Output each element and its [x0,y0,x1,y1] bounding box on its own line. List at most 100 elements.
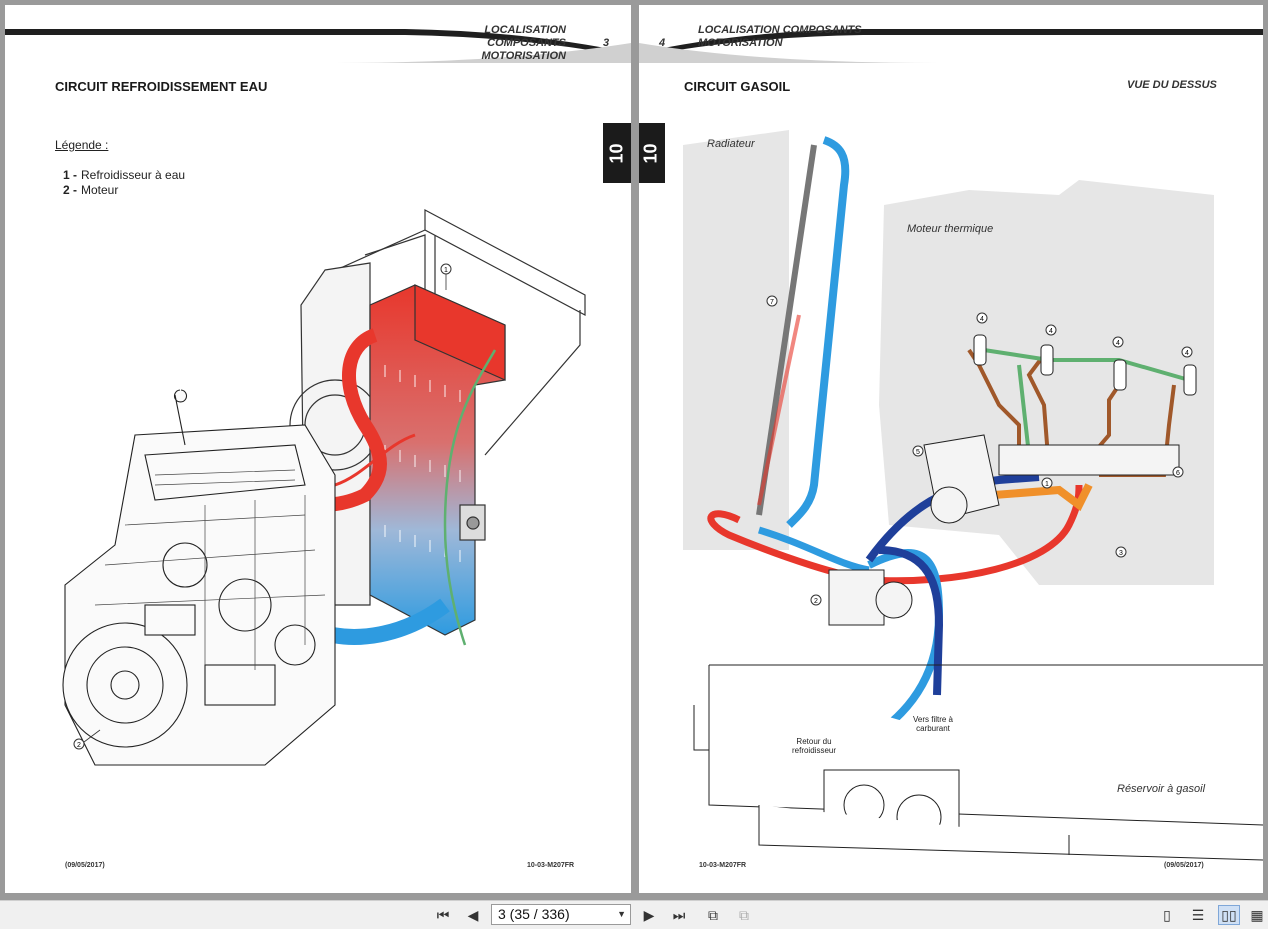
svg-text:2: 2 [814,598,818,605]
callout-7: 7 [766,295,778,307]
header-swoosh [639,29,1263,63]
callout-2: 2 [73,729,101,750]
callout-1: 1 [1041,477,1053,489]
svg-text:2: 2 [77,742,81,749]
viewer-toolbar: ⏮ ◀ 3 (35 / 336) ▼ ▶ ⏭ ⧉ ⧉ ▯ ☰ ▯▯ ▦ [0,900,1268,929]
legend-title: Légende : [55,138,109,152]
injectors [973,334,1197,396]
chevron-down-icon: ▼ [617,909,626,919]
header-line-1: LOCALISATION COMPOSANTS [484,24,566,49]
svg-text:7: 7 [770,299,774,306]
injection-pump [923,434,1180,524]
header-line-1: LOCALISATION COMPOSANTS [698,24,862,36]
svg-text:3: 3 [1119,550,1123,557]
footer-date: (09/05/2017) [1164,862,1204,869]
radiator-silhouette [683,130,789,550]
callout-2: 2 [810,594,822,606]
view-label: VUE DU DESSUS [1127,79,1217,91]
overflow-hose [443,349,497,646]
radiator-flow-arrows [384,365,461,562]
legend-num: 1 - [63,168,78,182]
svg-text:6: 6 [1176,470,1180,477]
footer-ref: 10-03-M207FR [527,862,575,869]
header-title: LOCALISATION COMPOSANTS MOTORISATION [403,24,566,63]
next-page-icon: ▶ [643,906,655,923]
label-vers-filtre: Vers filtre à carburant [912,715,953,733]
engine [62,389,336,766]
label-reservoir: Réservoir à gasoil [1117,783,1206,795]
header-title: LOCALISATION COMPOSANTS MOTORISATION [698,24,862,50]
callout-3: 3 [1115,546,1127,558]
cold-line-to-pump [757,526,870,574]
engine-detail-lines [94,469,326,670]
next-page-button[interactable]: ▶ [638,905,660,925]
single-page-icon: ▯ [1163,906,1171,923]
page-number: 3 [603,37,610,49]
engine-silhouette [879,180,1214,585]
header-swoosh [5,29,631,63]
legend-num: 2 - [63,183,78,197]
section-title: CIRCUIT GASOIL [684,79,791,94]
callout-1: 1 [440,263,452,290]
go-back-view-button[interactable]: ⧉ [702,905,724,925]
document-viewer: LOCALISATION COMPOSANTS MOTORISATION 3 C… [5,5,1263,893]
callout-4: 4 [1181,346,1193,358]
callout-4: 4 [1045,324,1057,336]
page-indicator: 3 (35 / 336) [498,906,570,922]
fuel-pump [828,569,913,626]
footer-ref: 10-03-M207FR [699,862,747,869]
orange-line [993,483,1093,512]
callout-6: 6 [1172,466,1184,478]
label-radiateur: Radiateur [707,138,755,150]
header-line-2: MOTORISATION [481,50,566,62]
callout-5: 5 [912,445,924,457]
last-page-icon: ⏭ [672,906,686,923]
svg-text:5: 5 [916,449,920,456]
two-page-continuous-button[interactable]: ▦ [1246,905,1268,925]
green-leak-off-line [983,348,1190,456]
legend-item: 1 -Refroidisseur à eau [63,168,185,182]
page-number: 4 [659,37,666,49]
last-page-button[interactable]: ⏭ [668,905,690,925]
cooling-circuit-illustration: 1 2 [62,209,586,766]
svg-text:4: 4 [980,316,984,323]
svg-text:1: 1 [444,267,448,274]
continuous-view-icon: ☰ [1191,906,1205,923]
two-page-view-button[interactable]: ▯▯ [1218,905,1240,925]
previous-page-icon: ◀ [467,906,479,923]
legend-label: Refroidisseur à eau [81,168,186,182]
svg-text:4: 4 [1049,328,1053,335]
fuel-circuit-illustration: 7 4 4 4 4 5 6 1 3 2 [683,130,1263,861]
brown-injector-line-2 [1026,353,1051,471]
two-page-icon: ▯▯ [1221,906,1237,923]
continuous-view-button[interactable]: ☰ [1187,905,1209,925]
radiator [369,284,506,636]
label-retour-refroidisseur: Retour du refroidisseur [791,737,836,755]
back-view-icon: ⧉ [708,906,718,923]
header-line-2: MOTORISATION [698,37,783,49]
svg-text:1: 1 [1045,481,1049,488]
forward-view-icon: ⧉ [739,906,749,923]
single-page-view-button[interactable]: ▯ [1156,905,1178,925]
callout-4: 4 [976,312,988,324]
page-selector[interactable]: 3 (35 / 336) ▼ [491,904,631,925]
legend-item: 2 -Moteur [63,183,118,197]
chapter-tab: 10 [639,123,665,183]
return-line-radiator [786,136,850,528]
first-page-button[interactable]: ⏮ [432,905,454,925]
pipe-7-hot [757,314,801,506]
callout-4: 4 [1112,336,1124,348]
page-3: LOCALISATION COMPOSANTS MOTORISATION 3 C… [5,5,631,893]
svg-text:4: 4 [1185,350,1189,357]
page-4: 4 LOCALISATION COMPOSANTS MOTORISATION 1… [639,5,1263,893]
go-forward-view-button[interactable]: ⧉ [733,905,755,925]
footer-date: (09/05/2017) [65,862,105,869]
svg-text:4: 4 [1116,340,1120,347]
first-page-icon: ⏮ [436,906,450,923]
section-title: CIRCUIT REFROIDISSEMENT EAU [55,79,268,94]
label-moteur-thermique: Moteur thermique [907,223,994,235]
chapter-tab: 10 [603,123,631,183]
fuel-tank [693,664,1263,861]
previous-page-button[interactable]: ◀ [462,905,484,925]
legend-label: Moteur [81,183,119,197]
